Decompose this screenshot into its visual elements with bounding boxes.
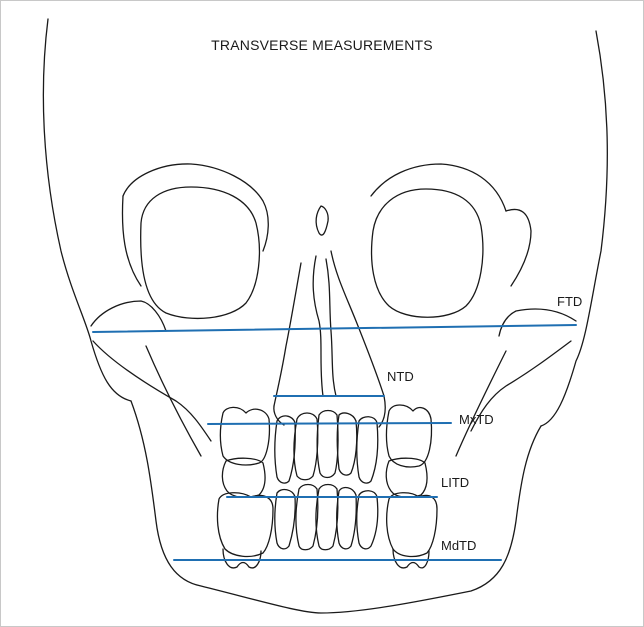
lower-incisor-2 [316,485,338,550]
right-maxilla-line [456,351,506,456]
left-orbit-rim [123,164,268,251]
nasal-region [274,206,385,427]
cranium-left-side [43,19,131,401]
cranium-right-side [541,31,607,426]
upper-left-premolar [222,458,265,497]
lower-canine-right [357,491,378,549]
lower-incisor-1 [296,485,318,550]
label-mxtd: MxTD [459,412,494,427]
label-ftd: FTD [557,294,582,309]
left-maxilla-line [146,346,201,456]
left-zygomatic-arch [93,341,211,441]
upper-left-molar [220,407,269,465]
right-orbit [372,189,483,317]
label-litd: LITD [441,475,469,490]
left-cheekbone [91,301,166,331]
upper-canine-left [275,416,296,483]
forehead-right-curve [506,209,531,286]
right-cheekbone [499,309,576,336]
upper-canine-right [357,417,378,483]
lower-canine-left [275,490,295,549]
teeth [217,405,437,568]
jaw-outline [131,401,541,613]
lower-right-molar [387,493,437,557]
upper-incisor-2 [317,411,338,478]
right-orbit-rim [371,164,506,211]
lower-left-molar [217,493,273,557]
nasal-cavity-left [274,263,301,406]
forehead-left-curve [122,196,141,286]
measurement-lines [93,325,576,560]
label-ntd: NTD [387,369,414,384]
nasal-cavity-right [331,251,384,396]
mxtd-line [208,423,451,424]
nasal-septum-left [313,256,323,396]
upper-right-premolar [386,458,427,497]
orbits [141,187,483,318]
label-mdtd: MdTD [441,538,476,553]
upper-incisor-3 [337,413,357,475]
piriform-left [274,406,284,425]
left-orbit [141,187,260,318]
skull-outline [43,19,607,613]
lower-right-root [393,549,429,568]
nasal-bone [316,206,328,235]
